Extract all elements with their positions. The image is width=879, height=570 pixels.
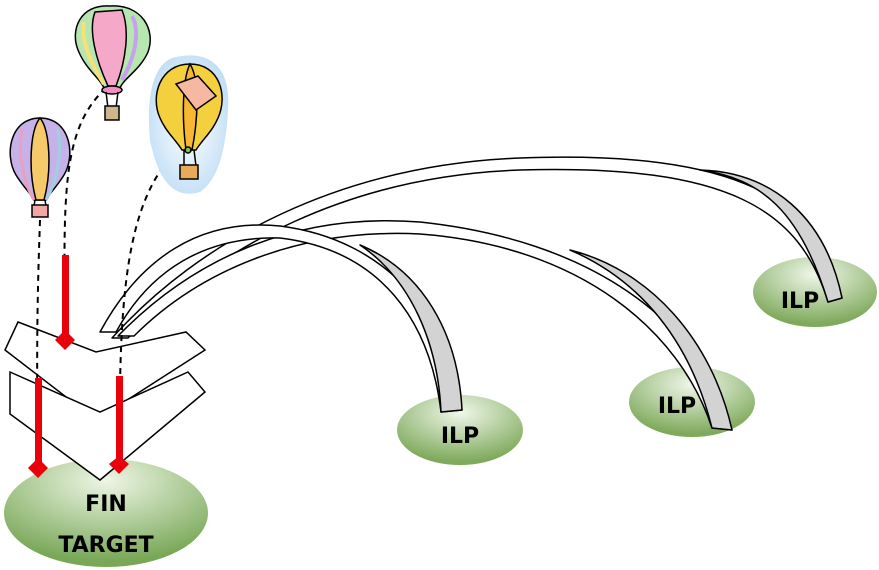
curved-arrow-ilp-3 — [111, 156, 843, 339]
pastel-balloon-icon — [9, 116, 71, 218]
red-arrow-1 — [28, 378, 48, 478]
ribbon-ilp-1 — [359, 244, 463, 413]
ribbon-ilp-2 — [569, 249, 733, 431]
ribbon-ilp-3 — [699, 169, 843, 303]
fin-target-label-line2: TARGET — [58, 533, 153, 558]
fin-target-ellipse — [4, 459, 208, 567]
ilp-label-3: ILP — [781, 289, 819, 314]
ilp-label-1: ILP — [441, 424, 479, 449]
chevron-back — [4, 321, 207, 421]
node-labels: FIN TARGET ILP ILP ILP — [58, 289, 819, 558]
curved-arrow-ilp-1 — [99, 224, 463, 413]
fin-target-node — [4, 459, 208, 567]
ilp-node-3-ellipse — [753, 257, 877, 327]
red-arrow-2 — [55, 255, 75, 350]
yellow-balloon-icon — [148, 55, 229, 194]
curved-arrows — [99, 156, 843, 431]
chevron-arrows — [4, 321, 207, 481]
fin-target-label-line1: FIN — [85, 492, 127, 517]
chevron-front — [9, 370, 207, 481]
arrow-ribbons — [359, 169, 843, 431]
red-arrow-3 — [109, 376, 129, 474]
ilp-node-3 — [753, 257, 877, 327]
ilp-node-1 — [397, 395, 523, 465]
ilp-label-2: ILP — [658, 394, 696, 419]
red-arrows — [28, 255, 129, 478]
pink-green-balloon-icon — [74, 5, 151, 121]
curved-arrow-ilp-2 — [117, 220, 733, 431]
ilp-node-1-ellipse — [397, 395, 523, 465]
dashed-line-balloon-2 — [63, 87, 107, 341]
